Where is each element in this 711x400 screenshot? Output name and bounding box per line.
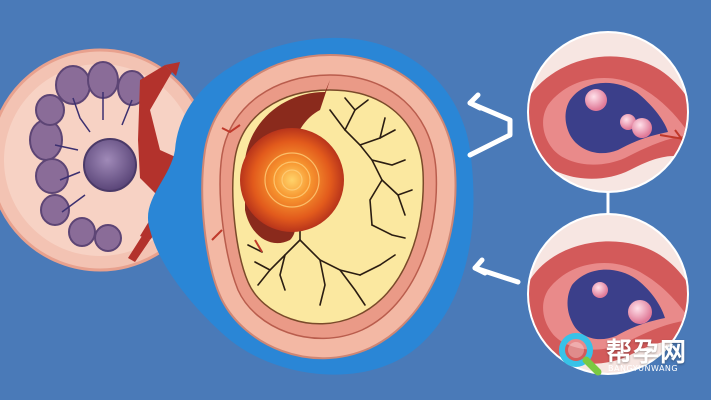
magnifier-logo-icon [559, 333, 602, 376]
egg-cell-bottom [628, 300, 652, 324]
small-red-vessels [211, 124, 263, 253]
central-oocyte [83, 138, 137, 192]
arrows [467, 92, 521, 285]
watermark: 帮孕网 BANGYUNWANG [556, 330, 706, 380]
embryo-implantation [240, 128, 344, 232]
bottom-right-detail [527, 213, 689, 375]
branching-vessels [247, 97, 413, 306]
uterus-cross-section [201, 53, 457, 360]
watermark-title: 帮孕网 [606, 338, 688, 368]
egg-cell-top-1 [585, 89, 607, 111]
lobe-veins [54, 92, 133, 213]
top-right-detail [527, 31, 689, 193]
left-ovary-structure [0, 48, 240, 272]
arrow-top-icon [467, 100, 513, 158]
watermark-subtitle: BANGYUNWANG [608, 364, 679, 373]
